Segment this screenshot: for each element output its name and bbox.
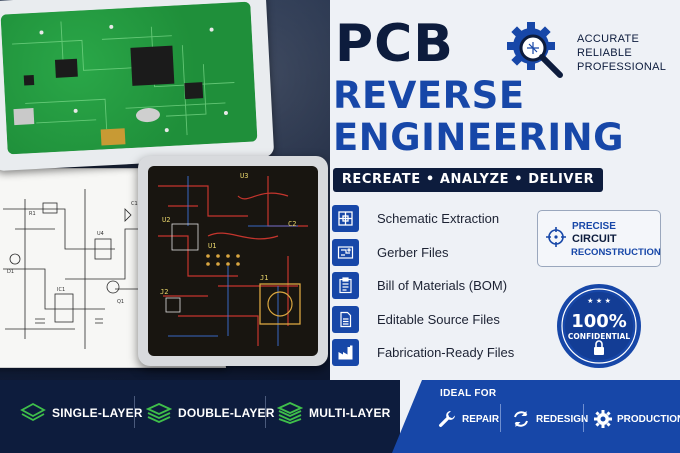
layer-label: DOUBLE-LAYER xyxy=(178,406,275,420)
ideal-for-bar xyxy=(392,380,680,453)
layer-label: SINGLE-LAYER xyxy=(52,406,143,420)
svg-text:U2: U2 xyxy=(162,216,170,224)
layer-double: DOUBLE-LAYER xyxy=(146,401,275,425)
layers-icon xyxy=(146,403,172,423)
layers-icon xyxy=(20,402,46,422)
layer-single: SINGLE-LAYER xyxy=(20,401,143,425)
gear-icon xyxy=(594,410,612,428)
seal-percent: 100% xyxy=(571,311,627,332)
title-engineering: ENGINEERING xyxy=(333,116,624,159)
precise-line-2: CIRCUIT xyxy=(572,233,617,245)
feature-item: Schematic Extraction xyxy=(332,202,532,236)
svg-text:U4: U4 xyxy=(97,231,104,237)
layer-multi: MULTI-LAYER xyxy=(277,401,391,425)
svg-text:U3: U3 xyxy=(240,172,248,180)
feature-list: Schematic Extraction Gerber Files Bill o… xyxy=(332,202,532,370)
use-production: PRODUCTION xyxy=(594,408,680,430)
gear-magnifier-icon xyxy=(505,20,567,82)
use-label: PRODUCTION xyxy=(617,413,680,425)
dark-pcb: U3 U2 U1 J1 J2 C2 xyxy=(148,166,318,356)
use-label: REPAIR xyxy=(462,413,500,425)
feature-item: Fabrication-Ready Files xyxy=(332,336,532,370)
feature-item: Bill of Materials (BOM) xyxy=(332,269,532,303)
use-redesign: REDESIGN xyxy=(511,408,588,430)
layer-label: MULTI-LAYER xyxy=(309,406,391,420)
svg-text:IC1: IC1 xyxy=(57,287,65,293)
crosshair-icon xyxy=(546,227,566,247)
feature-item: Editable Source Files xyxy=(332,303,532,337)
quality-accurate: ACCURATE xyxy=(577,33,640,45)
clipboard-list-icon xyxy=(332,272,359,300)
schematic-icon xyxy=(332,205,359,233)
ideal-for-heading: IDEAL FOR xyxy=(440,388,497,399)
feature-label: Bill of Materials (BOM) xyxy=(377,278,508,294)
feature-label: Editable Source Files xyxy=(377,311,500,327)
title-reverse: REVERSE xyxy=(333,74,525,117)
feature-item: Gerber Files xyxy=(332,236,532,270)
title-pcb: PCB xyxy=(335,14,454,74)
seal-label: CONFIDENTIAL xyxy=(568,332,630,341)
divider xyxy=(265,396,266,428)
lock-icon xyxy=(594,340,604,355)
divider xyxy=(134,396,135,428)
layers-icon xyxy=(277,402,303,424)
layer-types-bar xyxy=(0,380,400,453)
document-icon xyxy=(332,305,359,333)
feature-label: Fabrication-Ready Files xyxy=(377,345,515,361)
precise-reconstruction-box: PRECISE CIRCUIT RECONSTRUCTION xyxy=(537,210,661,267)
svg-text:C2: C2 xyxy=(288,220,296,228)
divider xyxy=(500,404,501,432)
svg-text:J1: J1 xyxy=(260,274,268,282)
divider xyxy=(583,404,584,432)
gerber-icon xyxy=(332,238,359,266)
use-label: REDESIGN xyxy=(536,413,589,425)
precise-line-1: PRECISE xyxy=(572,221,616,232)
svg-text:J2: J2 xyxy=(160,288,168,296)
svg-text:U1: U1 xyxy=(208,242,216,250)
svg-text:★ ★ ★: ★ ★ ★ xyxy=(587,297,611,305)
tagline-bar: RECREATE • ANALYZE • DELIVER xyxy=(333,168,603,192)
qualities-list: ACCURATE RELIABLE PROFESSIONAL xyxy=(577,32,666,74)
feature-label: Gerber Files xyxy=(377,244,449,260)
quality-professional: PROFESSIONAL xyxy=(577,61,667,73)
use-repair: REPAIR xyxy=(437,408,499,430)
wrench-icon xyxy=(439,411,455,427)
confidential-seal: ★ ★ ★ 100% CONFIDENTIAL xyxy=(556,283,642,369)
refresh-icon xyxy=(514,411,528,427)
green-pcb xyxy=(0,1,258,155)
svg-text:R1: R1 xyxy=(29,211,36,217)
svg-text:D1: D1 xyxy=(7,269,14,275)
precise-line-3: RECONSTRUCTION xyxy=(571,247,661,258)
factory-icon xyxy=(332,339,359,367)
svg-text:C1: C1 xyxy=(131,201,138,207)
quality-reliable: RELIABLE xyxy=(577,47,632,59)
feature-label: Schematic Extraction xyxy=(377,211,500,227)
svg-text:Q1: Q1 xyxy=(117,299,124,305)
